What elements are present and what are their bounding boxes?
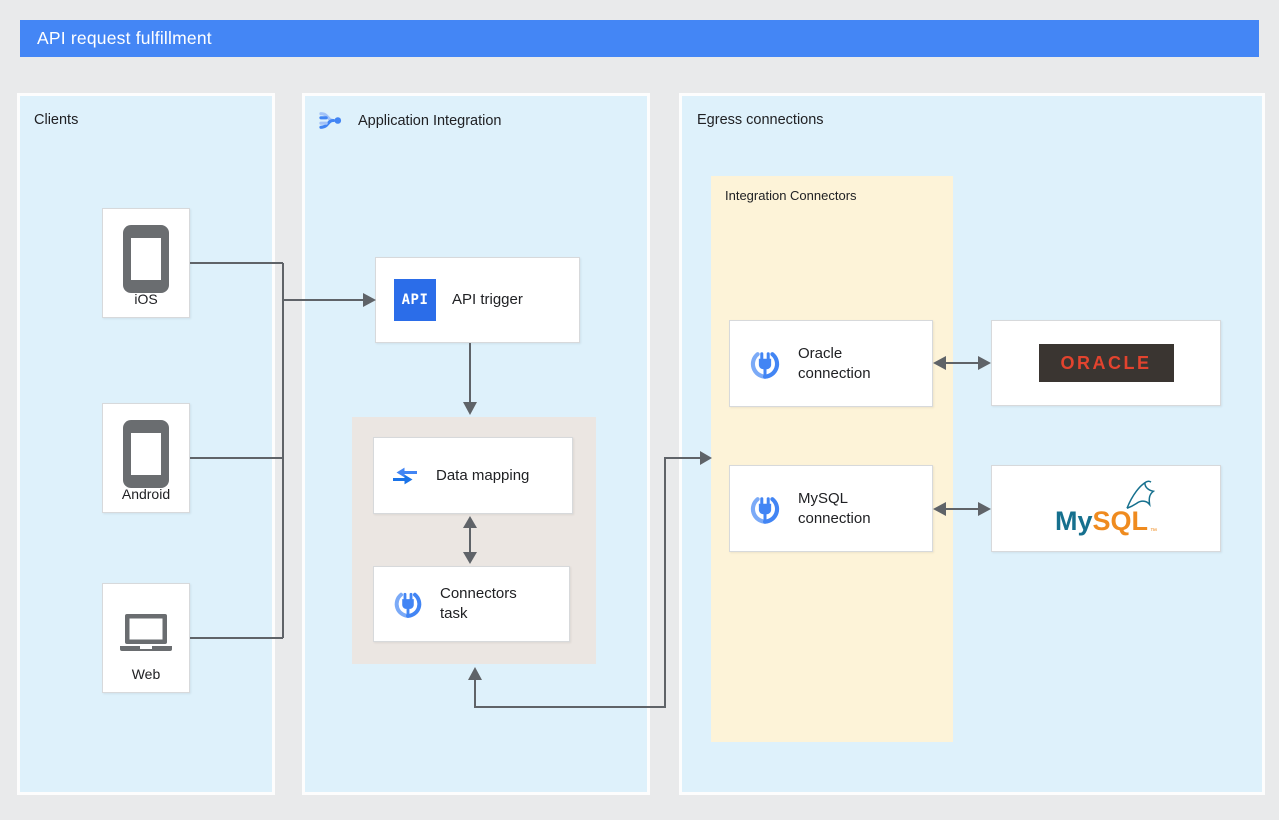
mysql-logo: My SQL ™ <box>1054 480 1158 536</box>
mysql-connection-label: MySQL connection <box>798 489 871 527</box>
web-label: Web <box>131 666 161 682</box>
mysql-logo-my: My <box>1054 506 1093 536</box>
egress-panel-label: Egress connections <box>697 112 824 128</box>
mysql-database-node: My SQL ™ <box>991 465 1221 552</box>
mysql-logo-sql: SQL <box>1092 506 1149 536</box>
diagram-title: API request fulfillment <box>37 28 212 48</box>
api-trigger-icon: API <box>394 279 436 321</box>
ios-client-node: iOS <box>102 208 190 318</box>
web-client-node: Web <box>102 583 190 693</box>
application-integration-label: Application Integration <box>358 112 502 129</box>
oracle-database-node: ORACLE <box>991 320 1221 406</box>
laptop-icon <box>118 612 174 654</box>
smartphone-icon <box>123 420 169 488</box>
ios-label: iOS <box>134 291 158 307</box>
data-mapping-label: Data mapping <box>436 466 530 484</box>
application-integration-icon <box>318 106 347 135</box>
integration-connectors-group: Integration Connectors Oracle connection <box>711 176 953 742</box>
oracle-connection-node: Oracle connection <box>729 320 933 407</box>
oracle-connection-label: Oracle connection <box>798 344 871 382</box>
android-label: Android <box>121 486 171 502</box>
connectors-task-node: Connectors task <box>373 566 570 642</box>
integration-task-group: Data mapping Connectors task <box>352 417 596 664</box>
mysql-connection-node: MySQL connection <box>729 465 933 552</box>
data-mapping-node: Data mapping <box>373 437 573 514</box>
diagram-title-bar: API request fulfillment <box>20 20 1259 57</box>
integration-connectors-label: Integration Connectors <box>725 188 857 203</box>
connector-plug-icon <box>748 492 782 526</box>
clients-panel: Clients iOS Android Web <box>17 93 275 795</box>
application-integration-panel: Application Integration API API trigger … <box>302 93 650 795</box>
egress-connections-panel: Egress connections Integration Connector… <box>679 93 1265 795</box>
mysql-logo-tm: ™ <box>1150 528 1158 535</box>
mysql-dolphin-icon <box>1123 480 1163 512</box>
android-client-node: Android <box>102 403 190 513</box>
oracle-logo: ORACLE <box>1038 344 1174 382</box>
smartphone-icon <box>123 225 169 293</box>
connectors-task-label: Connectors task <box>440 585 517 622</box>
clients-panel-label: Clients <box>34 112 79 128</box>
connector-plug-icon <box>392 588 424 620</box>
api-trigger-label: API trigger <box>452 291 523 309</box>
api-trigger-node: API API trigger <box>375 257 580 343</box>
connector-plug-icon <box>748 347 782 381</box>
data-mapping-icon <box>392 463 418 489</box>
